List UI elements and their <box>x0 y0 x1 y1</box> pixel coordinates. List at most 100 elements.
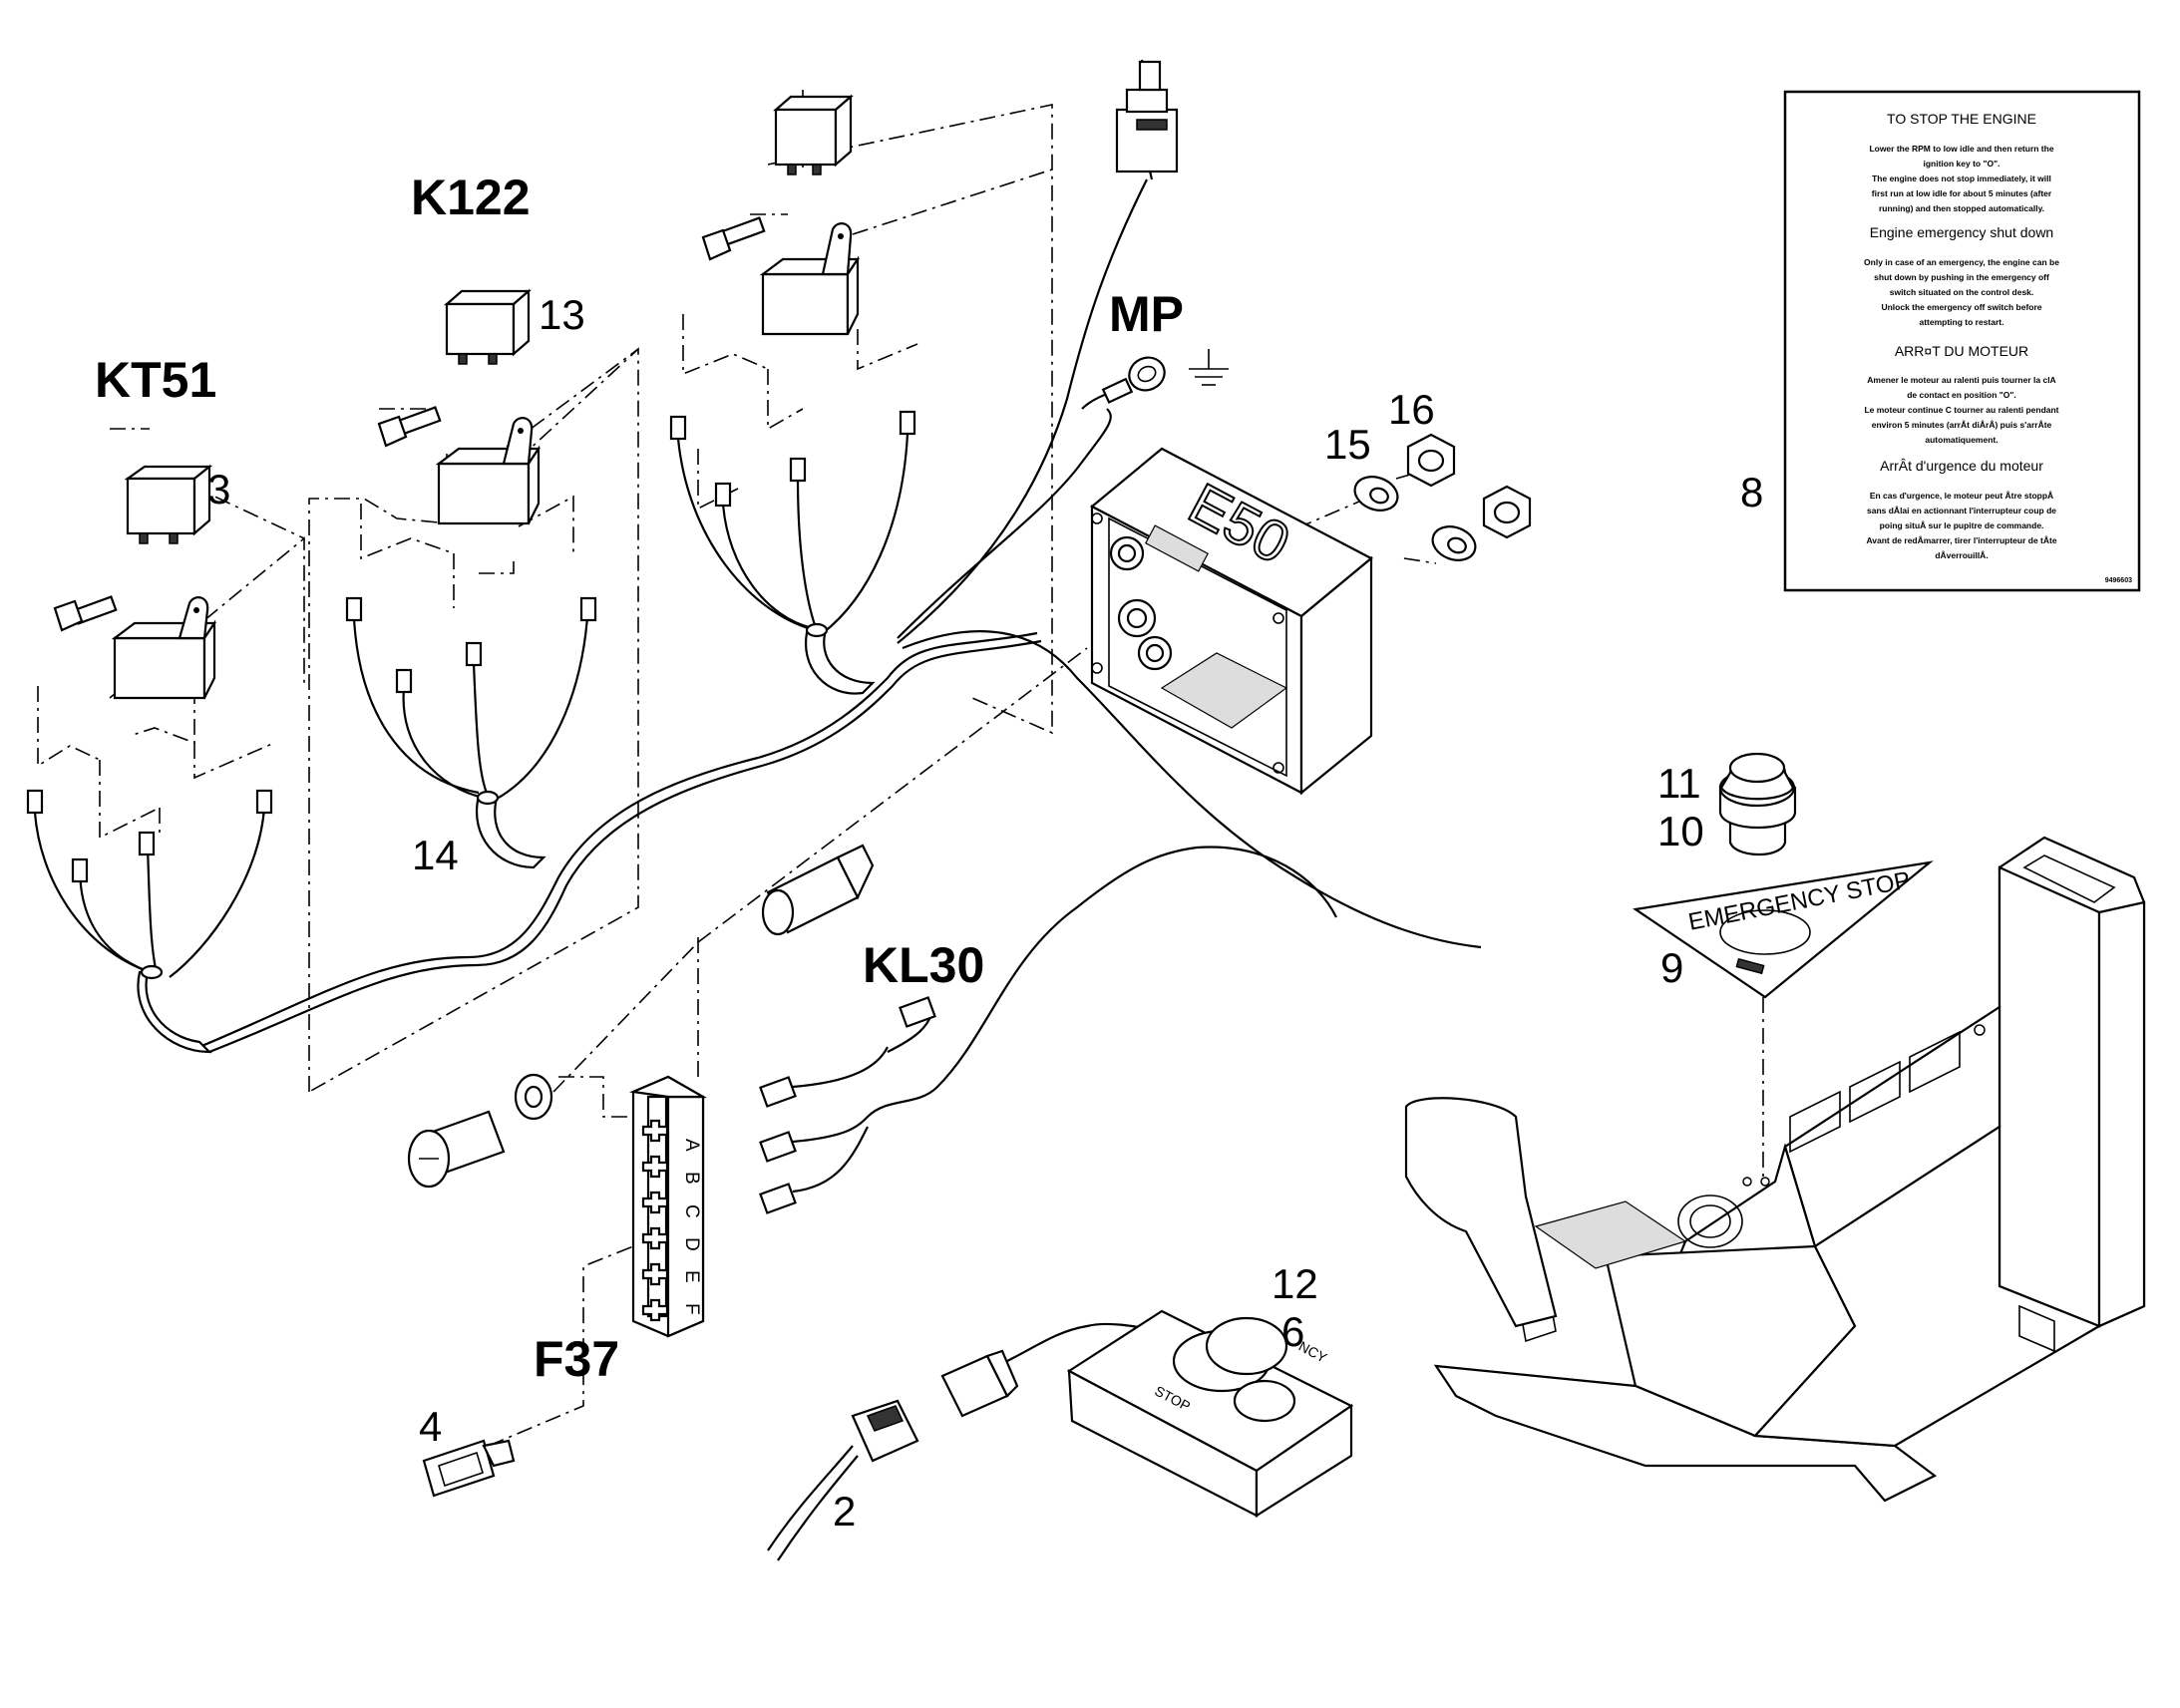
label-line: The engine does not stop immediately, it… <box>1872 173 2051 183</box>
emergency-stop-button <box>1718 752 1797 856</box>
nut-icon <box>1406 433 1456 488</box>
callout-8: 8 <box>1740 469 1763 515</box>
ground-symbol-icon <box>1189 349 1229 386</box>
terminal-icon <box>26 789 273 883</box>
harness-sleeve-icon <box>476 790 546 869</box>
fuse-slot <box>641 1226 669 1250</box>
label-line: dÂverrouillÂ. <box>1935 549 1988 560</box>
terminal-icon <box>669 410 916 508</box>
label-line: Amener le moteur au ralenti puis tourner… <box>1867 375 2055 385</box>
terminal-icon <box>345 596 597 694</box>
label-french-text: Amener le moteur au ralenti puis tourner… <box>1864 375 2058 445</box>
top-relay-group <box>669 60 1179 695</box>
label-line: poing situÂ sur le pupitre de commande. <box>1880 519 2044 530</box>
washers-nuts-group <box>1353 433 1532 561</box>
label-french-emergency-title: ArrÂt d'urgence du moteur <box>1880 458 2043 474</box>
label-line: Avant de redÂmarrer, tirer l'interrupteu… <box>1866 534 2056 545</box>
washer-icon <box>1431 525 1477 561</box>
connector-plug <box>851 1349 1019 1463</box>
standoff-spacer <box>761 844 875 936</box>
label-french-emergency-text: En cas d'urgence, le moteur peut Âtre st… <box>1866 490 2056 560</box>
label-line: sans dÂlai en actionnant l'interrupteur … <box>1867 505 2056 515</box>
callout-mp: MP <box>1109 286 1184 342</box>
fuse-holder-bolt <box>407 1073 553 1189</box>
emergency-stop-box: STOP NCY <box>1066 1309 1354 1518</box>
callout-2: 2 <box>833 1488 856 1535</box>
callout-3: 3 <box>207 466 230 512</box>
kt51-relay-group <box>26 464 273 1054</box>
label-line: Le moteur continue C tourner au ralenti … <box>1864 405 2058 415</box>
label-line: running) and then stopped automatically. <box>1879 203 2044 213</box>
callout-15: 15 <box>1324 421 1371 468</box>
instruction-label: TO STOP THE ENGINE Lower the RPM to low … <box>1783 90 2141 592</box>
label-line: Only in case of an emergency, the engine… <box>1864 257 2059 267</box>
callout-14: 14 <box>412 832 459 878</box>
fuse-letter: E <box>681 1270 702 1283</box>
label-line: environ 5 minutes (arrÂt diÂrÂ) puis s'a… <box>1872 419 2052 430</box>
relay-bracket-icon <box>111 596 217 700</box>
label-title: TO STOP THE ENGINE <box>1887 111 2036 127</box>
label-english-text: Lower the RPM to low idle and then retur… <box>1869 144 2053 213</box>
e50-junction-box: E50 <box>1090 447 1373 796</box>
relay-icon <box>773 94 854 175</box>
harness-sleeve-icon <box>805 622 876 695</box>
callout-f37: F37 <box>534 1331 619 1387</box>
plug-icon <box>1115 60 1179 173</box>
bolt-icon <box>377 406 442 448</box>
callout-12: 12 <box>1272 1260 1318 1307</box>
label-emergency-title: Engine emergency shut down <box>1870 224 2053 240</box>
label-line: shut down by pushing in the emergency of… <box>1874 272 2049 282</box>
callout-6: 6 <box>1281 1308 1304 1355</box>
label-french-title: ARR¤T DU MOTEUR <box>1895 343 2028 359</box>
label-line: first run at low idle for about 5 minute… <box>1872 188 2052 198</box>
nut-icon <box>1482 485 1532 539</box>
washer-icon <box>1353 476 1399 512</box>
callout-9: 9 <box>1660 944 1683 991</box>
fuse-letter: F <box>681 1303 702 1315</box>
fuse-letter: C <box>681 1204 702 1218</box>
fuse-letter: B <box>681 1172 702 1185</box>
kl30-connectors <box>759 996 936 1214</box>
label-line: switch situated on the control desk. <box>1890 287 2034 297</box>
callout-13: 13 <box>539 291 585 338</box>
blade-fuse <box>422 1439 516 1498</box>
label-code: 9496603 <box>2105 577 2132 584</box>
label-line: de contact en position "O". <box>1907 390 2016 400</box>
label-line: attempting to restart. <box>1919 317 2003 327</box>
mp-ground-group <box>1101 349 1229 404</box>
control-desk <box>1404 836 2146 1503</box>
label-line: Unlock the emergency off switch before <box>1881 302 2041 312</box>
k122-relay-group <box>345 288 597 869</box>
relay-bracket-icon <box>759 222 861 336</box>
fuse-slot <box>641 1298 669 1322</box>
fuse-holder: A B C D E F <box>628 1075 708 1338</box>
fuse-letters: A B C D E F <box>681 1139 702 1315</box>
fuse-letter: D <box>681 1237 702 1251</box>
fuse-slot <box>641 1262 669 1286</box>
fuse-slot <box>641 1119 669 1143</box>
label-line: En cas d'urgence, le moteur peut Âtre st… <box>1870 490 2053 501</box>
callout-10: 10 <box>1657 808 1704 854</box>
relay-icon <box>444 288 532 365</box>
relay-bracket-icon <box>435 417 542 525</box>
relay-icon <box>124 464 213 544</box>
callouts: KT51 K122 MP KL30 F37 3 13 14 15 16 8 11… <box>95 170 1763 1535</box>
label-emergency-text: Only in case of an emergency, the engine… <box>1864 257 2059 327</box>
callout-kt51: KT51 <box>95 352 216 408</box>
callout-16: 16 <box>1388 386 1435 433</box>
label-line: Lower the RPM to low idle and then retur… <box>1869 144 2053 154</box>
fuse-slots <box>641 1119 669 1322</box>
bolt-icon <box>53 595 118 632</box>
fuse-slot <box>641 1191 669 1214</box>
label-line: automatiquement. <box>1925 435 1998 445</box>
callout-11: 11 <box>1657 760 1701 807</box>
label-line: ignition key to "O". <box>1923 159 1999 169</box>
fuse-letter: A <box>681 1139 702 1152</box>
fuse-slot <box>641 1155 669 1179</box>
callout-k122: K122 <box>411 170 531 225</box>
callout-kl30: KL30 <box>863 937 984 993</box>
dashed-guide-lines <box>37 90 1764 1447</box>
bolt-icon <box>701 216 766 261</box>
harness-sleeve-icon <box>137 964 212 1054</box>
